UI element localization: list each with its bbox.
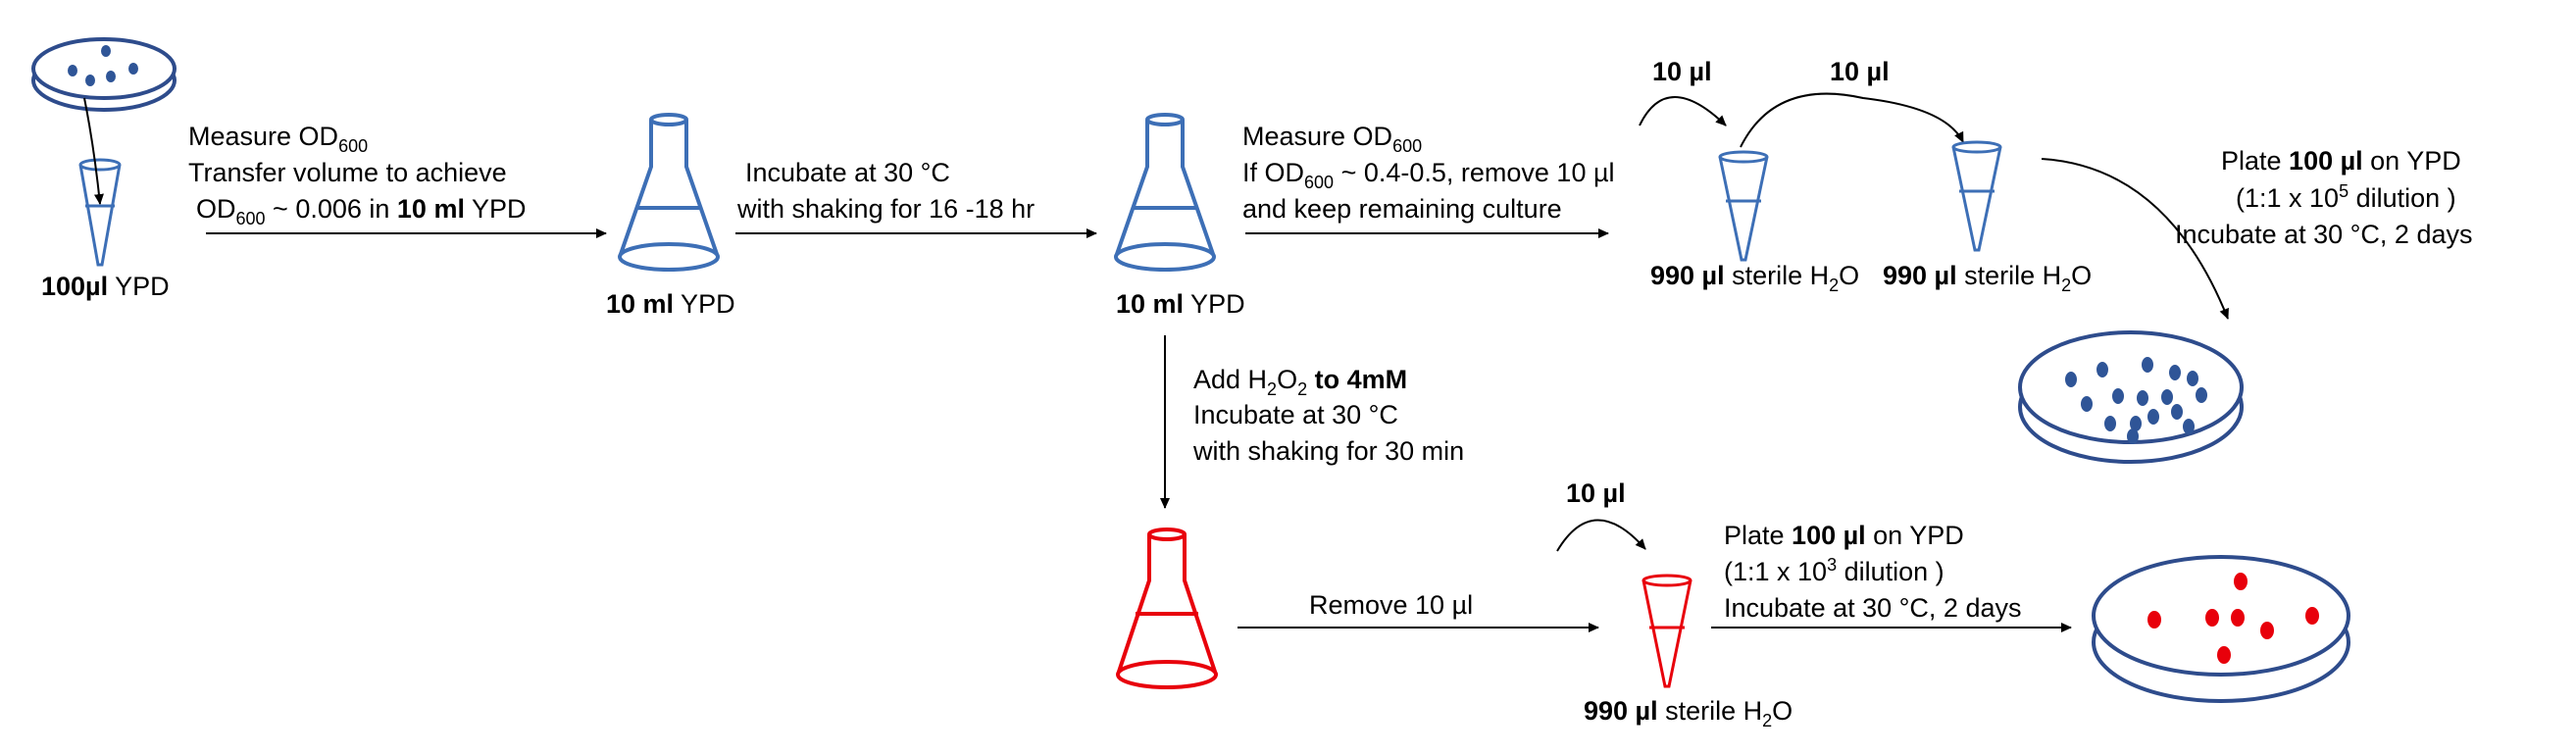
colony	[2096, 362, 2108, 377]
colony	[101, 45, 111, 57]
step1-line1: Measure OD600	[188, 122, 368, 156]
colony	[2147, 409, 2159, 425]
colony	[2130, 416, 2142, 431]
bottom-transfer-label: 10 µl	[1566, 478, 1626, 508]
start-tube-label: 100µl YPD	[41, 272, 170, 301]
colony	[2065, 372, 2077, 387]
colony	[2127, 428, 2139, 444]
colony	[2161, 389, 2173, 405]
colony-group	[2065, 357, 2207, 444]
stress-line2: Incubate at 30 °C	[1193, 400, 1398, 429]
tube-icon	[78, 158, 122, 267]
colony	[2137, 390, 2148, 406]
step2-line2: with shaking for 16 -18 hr	[736, 194, 1035, 224]
colony	[2217, 646, 2231, 664]
tube-a-label: 990 µl sterile H2O	[1650, 261, 1859, 295]
top-plate-line2: (1:1 x 105 dilution )	[2236, 181, 2456, 213]
transfer-b-label: 10 µl	[1830, 57, 1890, 86]
colony	[2171, 404, 2183, 420]
colony	[2205, 609, 2219, 627]
tube-icon	[1718, 150, 1769, 262]
stress-line3: with shaking for 30 min	[1192, 436, 1464, 466]
step1-line2: Transfer volume to achieve	[188, 158, 507, 187]
tube-icon	[1642, 574, 1692, 688]
bottom-transfer-arrow	[1556, 519, 1646, 552]
transfer-b-arrow	[1740, 92, 1964, 148]
tube-icon	[1951, 140, 2002, 252]
colony	[85, 75, 95, 86]
flask-icon	[1116, 528, 1218, 689]
colony	[2104, 416, 2116, 431]
colony	[2142, 357, 2153, 373]
plating-arrow	[2041, 158, 2229, 320]
colony	[2187, 371, 2198, 386]
colony-group	[2147, 573, 2319, 664]
stress-line1: Add H2O2 to 4mM	[1193, 365, 1407, 399]
top-plate-line1: Plate 100 µl on YPD	[2221, 146, 2461, 176]
flask2-label: 10 ml YPD	[1116, 289, 1245, 319]
remove-label: Remove 10 µl	[1309, 590, 1473, 620]
colony	[106, 71, 116, 82]
step3-line2: If OD600 ~ 0.4-0.5, remove 10 µl	[1242, 158, 1615, 192]
colony	[2183, 419, 2195, 434]
step3-line3: and keep remaining culture	[1242, 194, 1562, 224]
petri-dish-icon	[2092, 555, 2350, 703]
bottom-plate-line3: Incubate at 30 °C, 2 days	[1724, 593, 2022, 623]
step2-line1: Incubate at 30 °C	[745, 158, 950, 187]
flask-icon	[618, 113, 720, 272]
colony	[2231, 609, 2245, 627]
colony	[2169, 365, 2181, 380]
top-plate-line3: Incubate at 30 °C, 2 days	[2175, 220, 2473, 249]
petri-dish-icon	[2018, 330, 2244, 464]
colony	[2305, 607, 2319, 625]
petri-dish-icon	[31, 37, 177, 112]
tube-b-label: 990 µl sterile H2O	[1883, 261, 2092, 295]
colony	[128, 63, 138, 75]
step1-line3: OD600 ~ 0.006 in 10 ml YPD	[196, 194, 526, 228]
colony	[2196, 387, 2207, 403]
transfer-a-label: 10 µl	[1652, 57, 1712, 86]
bottom-plate-line1: Plate 100 µl on YPD	[1724, 521, 1964, 550]
colony	[2112, 388, 2124, 404]
bottom-tube-label: 990 µl sterile H2O	[1584, 696, 1793, 730]
colony	[2147, 611, 2161, 628]
flask-icon	[1114, 113, 1216, 272]
colony	[2081, 396, 2093, 412]
flask1-label: 10 ml YPD	[606, 289, 735, 319]
step3-line1: Measure OD600	[1242, 122, 1422, 156]
transfer-a-arrow	[1639, 96, 1727, 126]
inoculate-arrow	[83, 97, 104, 205]
bottom-plate-line2: (1:1 x 103 dilution )	[1724, 555, 1945, 586]
colony	[2234, 573, 2248, 590]
colony	[2260, 622, 2274, 639]
colony	[68, 65, 77, 76]
